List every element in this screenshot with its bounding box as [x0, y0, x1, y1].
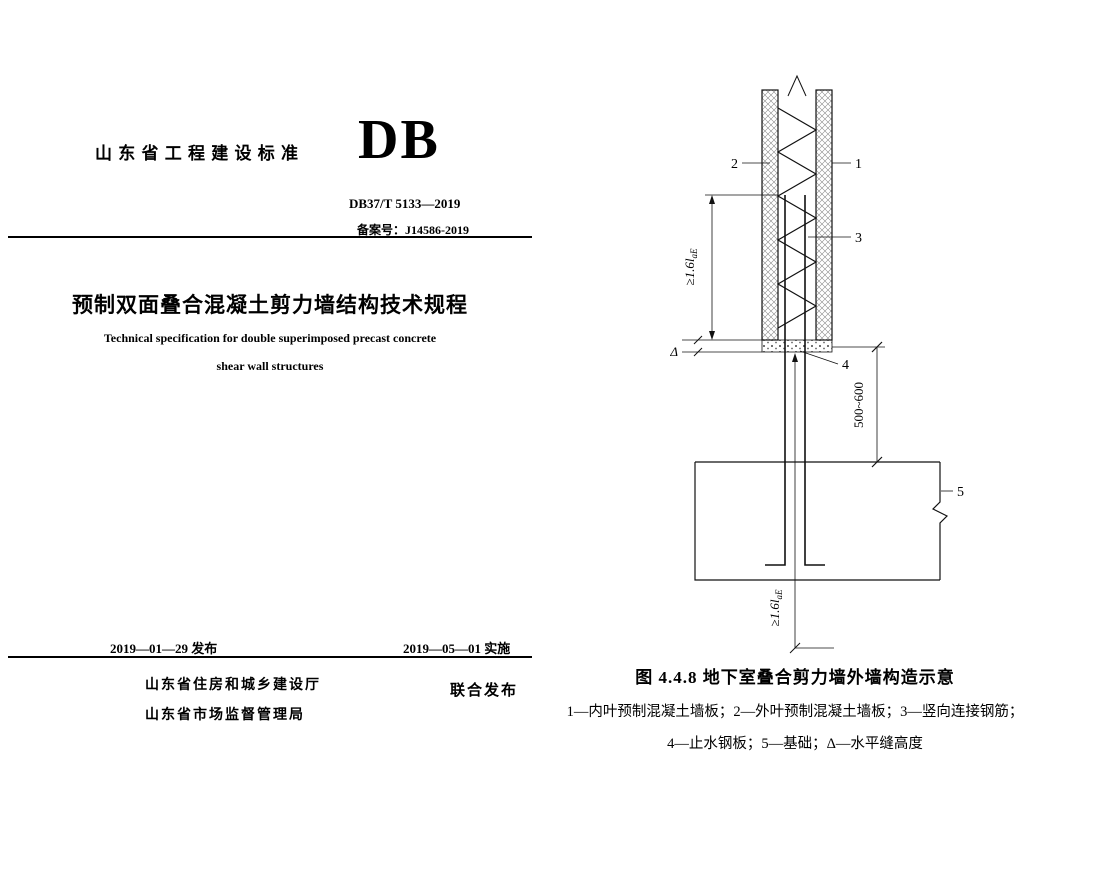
offset-dim-ticks: [871, 341, 883, 468]
joint-gap-ticks: [693, 335, 703, 357]
lower-anchorage-arrow-up: [792, 353, 798, 362]
lower-anchorage-dim-text: ≥1.6laE: [767, 589, 784, 627]
truss-lattice: [776, 107, 818, 329]
callout-3: 3: [855, 231, 862, 246]
standard-number: DB37/T 5133—2019: [349, 196, 461, 211]
upper-anchorage-arrow-up: [709, 195, 715, 204]
record-number: 备案号：J14586-2019: [357, 223, 469, 237]
issuer-housing-dept: 山东省住房和城乡建设厅: [145, 678, 321, 693]
title-english-line1: Technical specification for double super…: [103, 331, 437, 345]
title-english-line2: shear wall structures: [216, 359, 324, 373]
callout-5: 5: [957, 485, 964, 500]
standard-category-label: 山 东 省 工 程 建 设 标 准: [95, 144, 299, 163]
leader-4: [799, 350, 839, 365]
implement-date: 2019—05—01 实施: [403, 641, 511, 656]
callout-1: 1: [855, 157, 862, 172]
db-logo: DB: [358, 109, 440, 171]
wall-top-break-icon: [787, 74, 807, 97]
figure-caption: 图 4.4.8 地下室叠合剪力墙外墙构造示意: [635, 668, 955, 687]
issue-date: 2019—01—29 发布: [110, 641, 218, 656]
upper-anchorage-arrow-down: [709, 331, 715, 340]
figure-legend-line2: 4—止水钢板；5—基础；Δ—水平缝高度: [667, 736, 923, 752]
outer-leaf-panel: [761, 89, 779, 341]
foundation-outline: [694, 461, 949, 581]
issuer-market-admin: 山东省市场监督管理局: [145, 708, 305, 723]
offset-dim-text: 500~600: [851, 382, 866, 428]
callout-2: 2: [731, 157, 738, 172]
upper-anchorage-dim-text: ≥1.6laE: [682, 248, 699, 286]
wall-detail-diagram: ≥1.6laE Δ 500~600 ≥1.6laE 2 1 3 4 5: [669, 74, 964, 654]
horizontal-joint-band: [761, 339, 833, 353]
top-divider: [8, 236, 532, 238]
figure-legend-line1: 1—内叶预制混凝土墙板；2—外叶预制混凝土墙板；3—竖向连接钢筋；: [566, 704, 1024, 720]
callout-4: 4: [842, 358, 849, 373]
joint-gap-symbol: Δ: [669, 344, 678, 359]
title-chinese: 预制双面叠合混凝土剪力墙结构技术规程: [72, 293, 468, 317]
upper-anchorage-ext-lines: [682, 194, 778, 341]
connecting-rebar-left: [765, 195, 786, 566]
joint-issue-label: 联合发布: [450, 683, 519, 699]
connecting-rebar-right: [804, 195, 825, 566]
bottom-divider: [8, 656, 532, 658]
lower-anchorage-tick: [789, 642, 801, 654]
inner-leaf-panel: [815, 89, 833, 341]
